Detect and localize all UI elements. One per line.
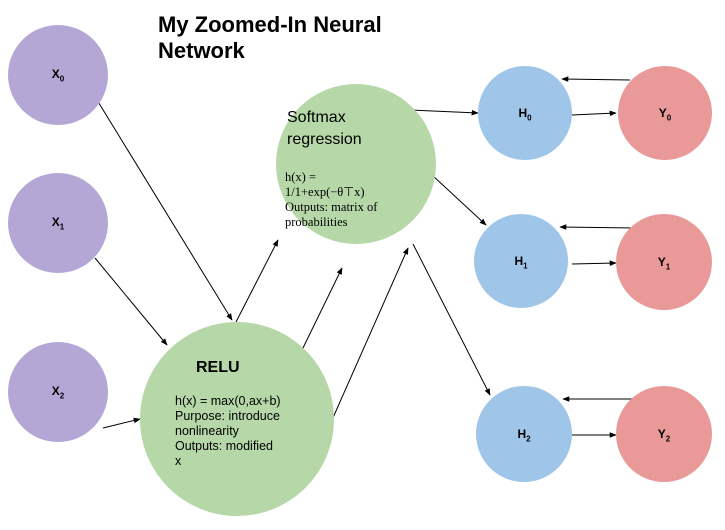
- edge-y1-h1: [559, 224, 636, 230]
- edge-h1-y1: [571, 260, 617, 266]
- input-node-label: X1: [51, 215, 65, 232]
- input-node-label: X0: [51, 67, 65, 84]
- input-node-x1: X1: [8, 173, 108, 273]
- input-node-label: X2: [51, 384, 65, 401]
- edge-softmax-h2: [412, 243, 491, 396]
- softmax-title: Softmax regression: [287, 109, 362, 148]
- relu-description: h(x) = max(0,ax+b) Purpose: introduce no…: [175, 394, 281, 468]
- hidden-node-h1: H1: [474, 214, 568, 308]
- hidden-node-label: H1: [514, 254, 528, 271]
- edge-relu-softmax-b: [301, 267, 343, 351]
- edge-x0-relu: [96, 99, 233, 321]
- edge-y0-h0: [561, 76, 631, 82]
- output-node-label: Y0: [658, 106, 672, 123]
- input-node-x0: X0: [8, 25, 108, 125]
- output-node-label: Y2: [657, 427, 671, 444]
- relu-layer-node: RELU h(x) = max(0,ax+b) Purpose: introdu…: [140, 322, 334, 516]
- output-node-y0: Y0: [618, 66, 712, 160]
- edge-x1-relu: [94, 257, 168, 346]
- hidden-node-h0: H0: [478, 66, 572, 160]
- output-node-y1: Y1: [616, 214, 712, 310]
- edge-h0-y0: [571, 110, 617, 117]
- hidden-node-label: H0: [518, 106, 532, 123]
- edge-x2-relu: [102, 417, 141, 429]
- output-node-label: Y1: [657, 255, 671, 272]
- softmax-description: h(x) = 1/1+exp(−θ⊤x) Outputs: matrix of …: [285, 170, 378, 229]
- edge-softmax-h0: [409, 109, 479, 116]
- edge-softmax-h1: [431, 174, 487, 226]
- diagram-title: My Zoomed-In Neural Network: [158, 12, 382, 63]
- softmax-layer-node: Softmax regression h(x) = 1/1+exp(−θ⊤x) …: [276, 84, 436, 244]
- output-node-y2: Y2: [616, 386, 712, 482]
- relu-title: RELU: [196, 359, 240, 376]
- hidden-node-label: H2: [517, 427, 531, 444]
- hidden-node-h2: H2: [476, 386, 572, 482]
- input-node-x2: X2: [8, 342, 108, 442]
- edge-relu-softmax-c: [331, 247, 409, 421]
- edge-relu-softmax-a: [235, 239, 279, 323]
